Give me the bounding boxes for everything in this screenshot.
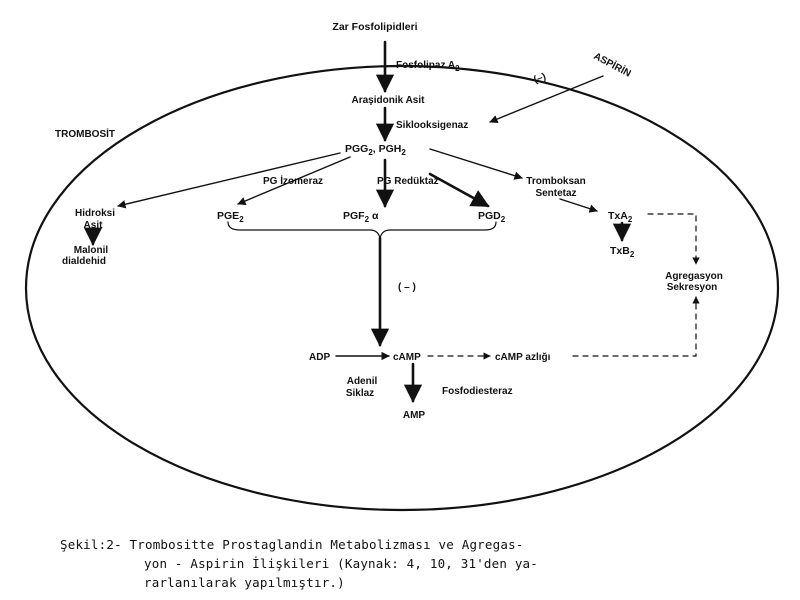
dashed-arrow-deficiency-to-aggregation	[572, 296, 700, 357]
aspirin-arrow	[489, 75, 604, 124]
adenylate-cyclase-label-2: Siklaz	[346, 388, 374, 399]
membrane-phospholipids-label: Zar Fosfolipidleri	[332, 21, 417, 33]
arrow-to-pge2	[237, 156, 351, 205]
txa2-label: TxA2	[608, 210, 633, 224]
thromboxane-synthetase-label-2: Sentetaz	[535, 188, 576, 199]
arrow-to-txa2	[559, 198, 598, 213]
phospholipase-a2-label: Fosfolipaz A2	[396, 60, 460, 73]
camp-label: cAMP	[393, 352, 421, 363]
arrow-to-thromboxane-synthetase	[429, 148, 523, 180]
inhibition-sign: ( – )	[398, 282, 416, 293]
platelet-cell-outline	[24, 64, 780, 512]
arrow-to-pgd2	[428, 172, 490, 208]
caption-line-3: rarlanılarak yapılmıştır.)	[144, 575, 345, 590]
adp-label: ADP	[309, 352, 330, 363]
thromboxane-synthetase-label-1: Tromboksan	[526, 176, 585, 187]
pgf2a-label: PGF2 α	[343, 210, 379, 224]
aspirin-label: ASPİRİN	[592, 49, 634, 80]
caption-line-2: yon - Aspirin İlişkileri (Kaynak: 4, 10,…	[144, 556, 539, 571]
adenylate-cyclase-label-1: Adenil	[347, 376, 378, 387]
malondialdehyde-label-2: dialdehid	[62, 256, 106, 267]
figure-caption: Şekil:2- Trombositte Prostaglandin Metab…	[60, 535, 780, 592]
pg-reductase-label: PG Redüktaz	[377, 176, 439, 187]
aspirin-inhibition-sign: (–)	[532, 71, 547, 86]
arachidonic-acid-label: Araşidonik Asit	[352, 95, 426, 106]
pathway-diagram: Zar Fosfolipidleri Fosfolipaz A2 Araşido…	[24, 21, 780, 512]
pge2-label: PGE2	[217, 210, 244, 224]
arrow-to-hydroxy-acid	[117, 152, 341, 209]
caption-line-1: Şekil:2- Trombositte Prostaglandin Metab…	[60, 537, 524, 552]
camp-deficiency-label: cAMP azlığı	[495, 352, 551, 363]
pgg2-pgh2-label: PGG2, PGH2	[345, 143, 406, 157]
prostaglandin-brace	[227, 221, 497, 239]
aggregation-label-1: Agregasyon	[665, 271, 723, 282]
malondialdehyde-label-1: Malonil	[74, 245, 109, 256]
pgd2-label: PGD2	[478, 210, 506, 224]
phosphodiesterase-label: Fosfodiesteraz	[442, 386, 513, 397]
platelet-label: TROMBOSİT	[55, 127, 115, 140]
dashed-arrow-txa2-to-aggregation	[647, 213, 700, 265]
hydroxy-acid-label-1: Hidroksi	[75, 208, 115, 219]
aggregation-label-2: Sekresyon	[667, 282, 718, 293]
cyclooxygenase-label: Siklooksigenaz	[396, 120, 468, 131]
hydroxy-acid-label-2: Asit	[84, 220, 104, 231]
txb2-label: TxB2	[610, 245, 635, 259]
amp-label: AMP	[403, 410, 426, 421]
